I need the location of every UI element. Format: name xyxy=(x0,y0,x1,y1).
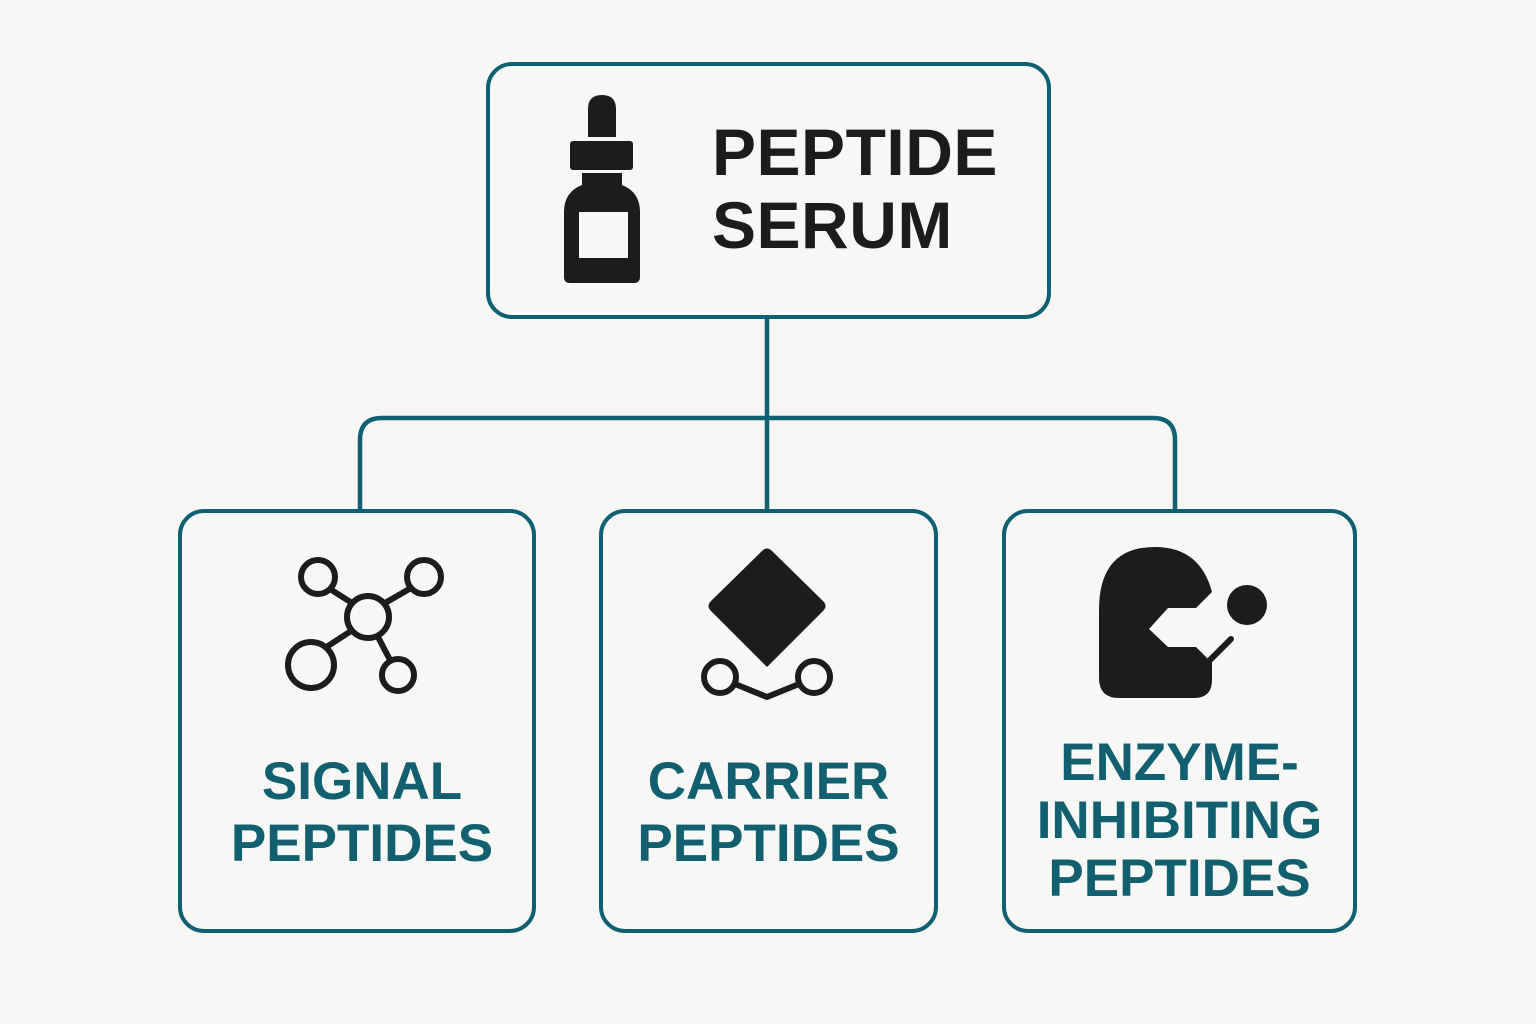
label-line: PEPTIDES xyxy=(637,814,900,873)
enzyme-inhibiting-peptides-label: ENZYME- INHIBITING PEPTIDES xyxy=(1002,734,1357,908)
label-line: INHIBITING xyxy=(1036,791,1323,850)
child-node-carrier-peptides xyxy=(599,509,938,933)
branch-connector xyxy=(357,415,1178,511)
root-title-line-2: SERUM xyxy=(712,188,953,262)
label-line: SIGNAL xyxy=(261,752,463,811)
root-title-line-1: PEPTIDE xyxy=(712,115,998,189)
label-line: CARRIER xyxy=(647,752,890,811)
carrier-peptides-label: CARRIER PEPTIDES xyxy=(599,751,938,875)
label-line: PEPTIDES xyxy=(1048,849,1311,908)
label-line: PEPTIDES xyxy=(230,814,494,873)
signal-peptides-label: SIGNAL PEPTIDES xyxy=(178,751,546,875)
root-title: PEPTIDE SERUM xyxy=(712,116,998,262)
label-line: ENZYME- xyxy=(1060,733,1299,792)
child-node-signal-peptides xyxy=(178,509,536,933)
